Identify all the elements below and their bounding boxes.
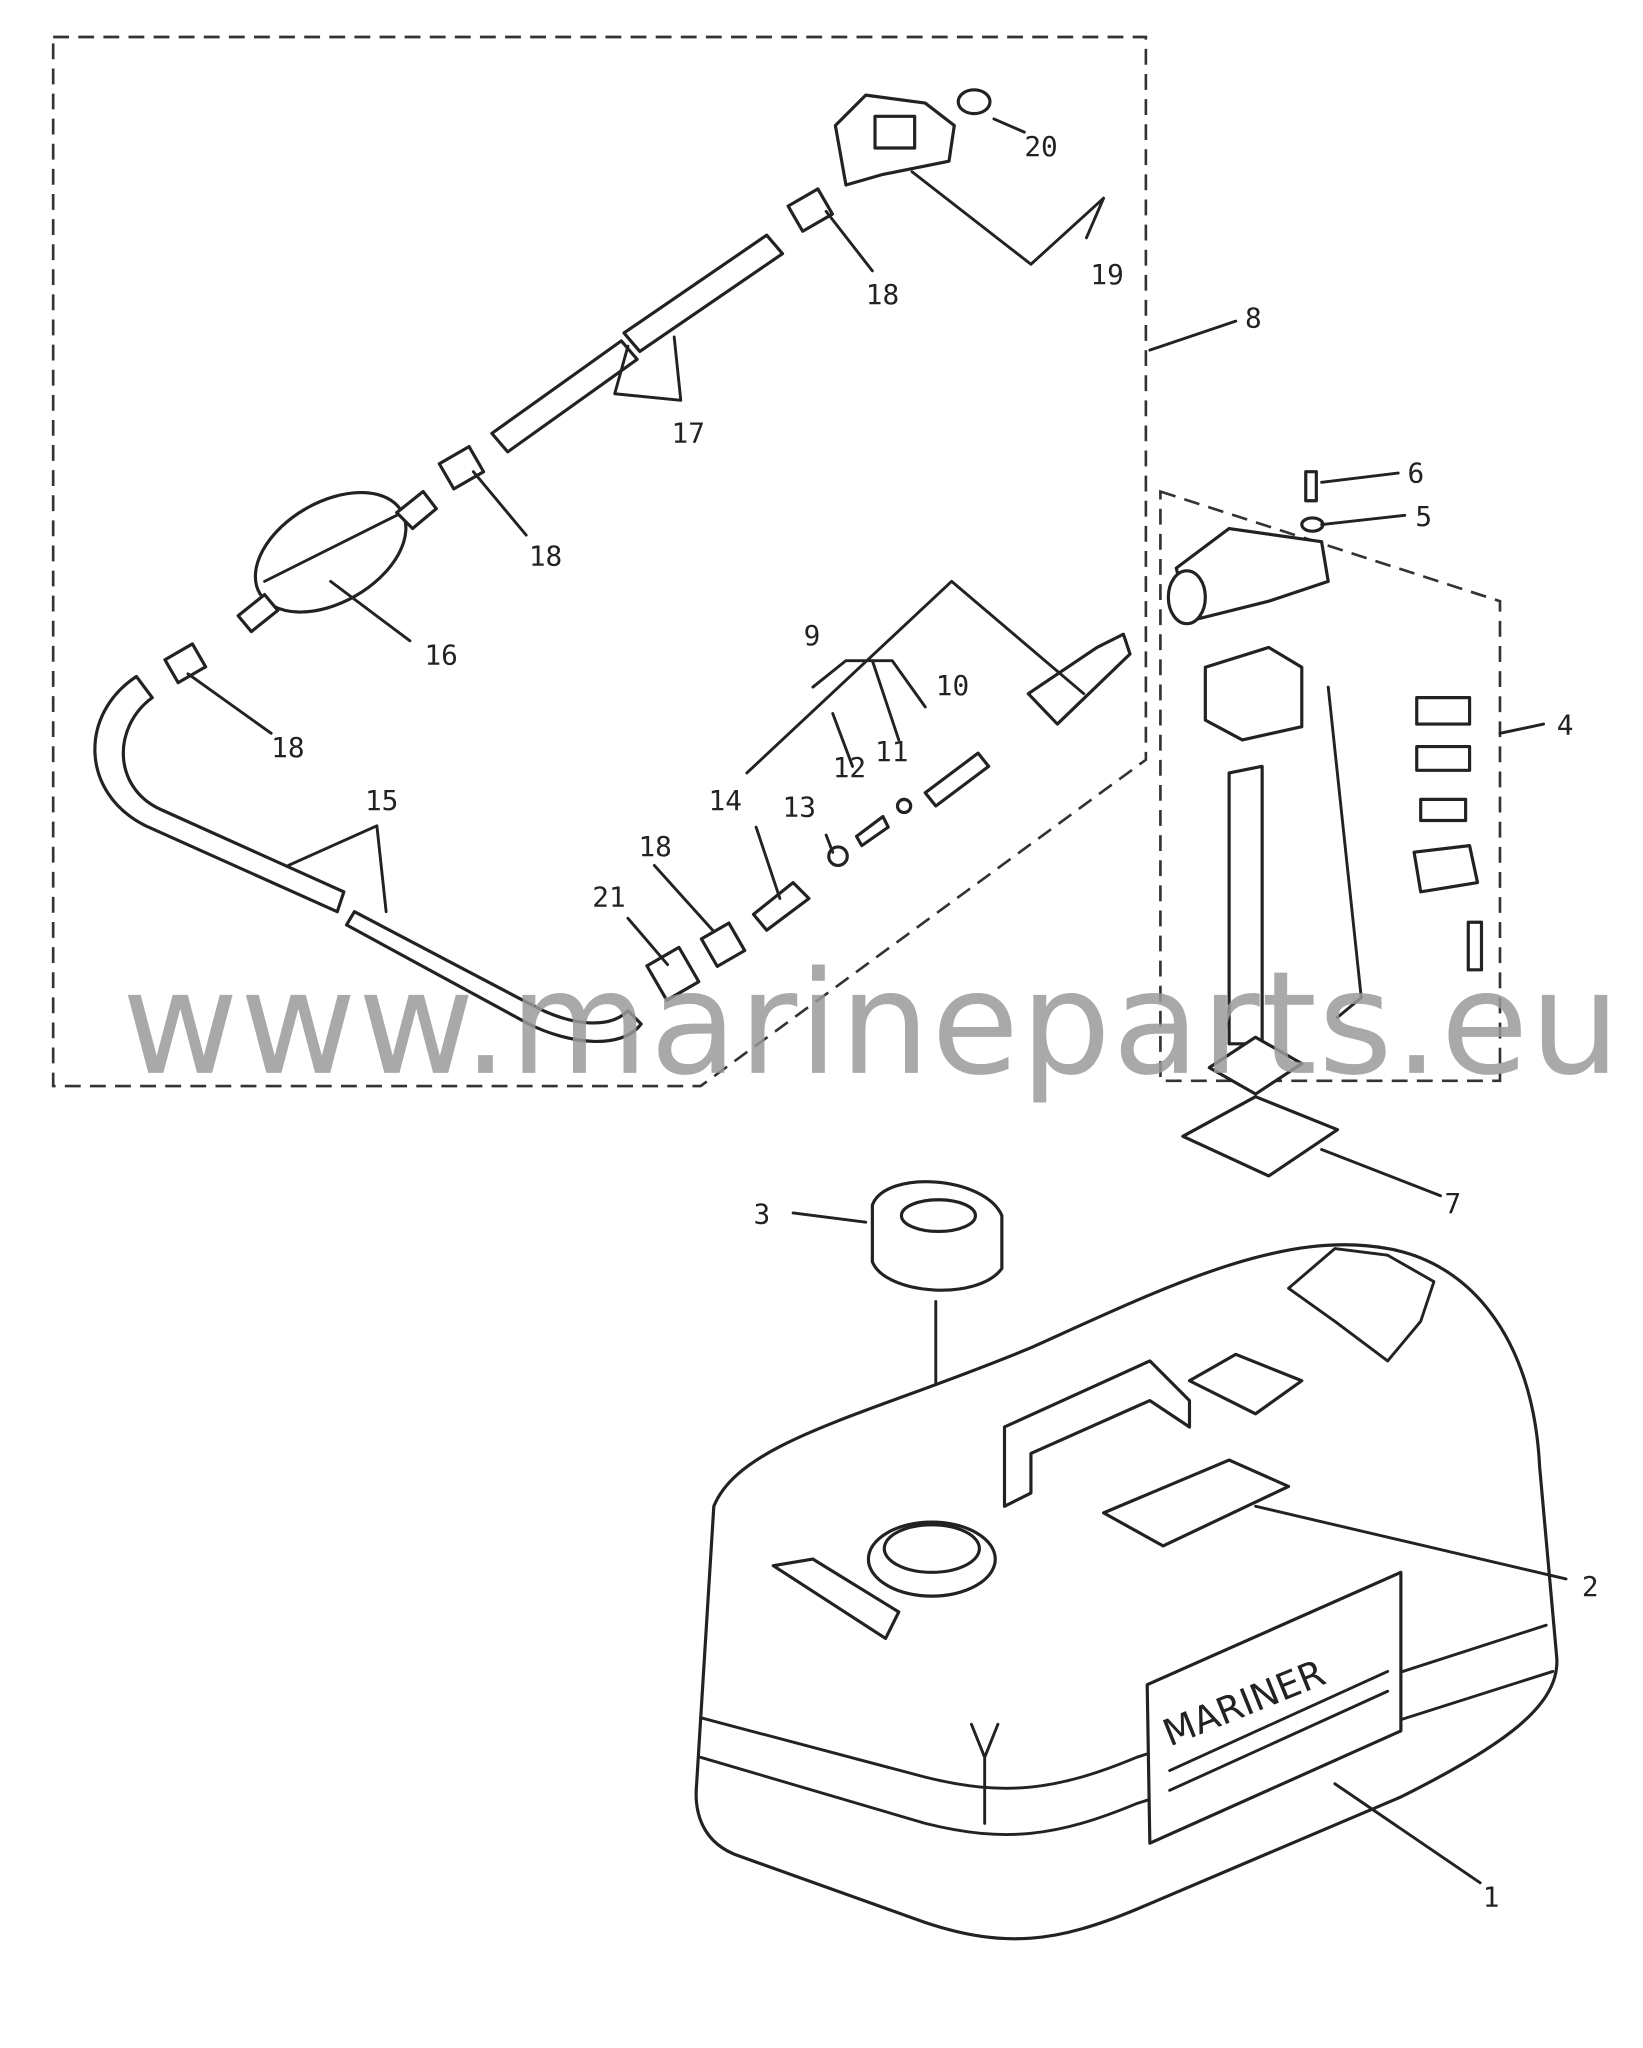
fuel-hose-15-part bbox=[93, 674, 346, 914]
fuel-line-assembly-box bbox=[51, 35, 1148, 1088]
fuel-hose-part bbox=[437, 187, 834, 491]
callout-6: 6 bbox=[1407, 456, 1424, 489]
callout-1: 1 bbox=[1483, 1881, 1500, 1914]
callout-10: 10 bbox=[936, 669, 969, 702]
gasket-part bbox=[1181, 1095, 1340, 1178]
callout-3: 3 bbox=[753, 1198, 770, 1231]
callout-18-bottom: 18 bbox=[639, 830, 672, 863]
callout-21: 21 bbox=[592, 880, 625, 913]
tank-connector-part bbox=[833, 88, 992, 187]
callout-12: 12 bbox=[833, 751, 866, 784]
fuel-hose-15b-part bbox=[344, 910, 643, 1043]
callout-18-left: 18 bbox=[271, 731, 304, 764]
callout-8: 8 bbox=[1245, 302, 1262, 335]
fuel-tank-part: MARINER bbox=[694, 1243, 1559, 1941]
fuel-pickup-assembly-box bbox=[1159, 489, 1502, 1083]
hose-fittings-part bbox=[645, 632, 1132, 1002]
callout-16: 16 bbox=[424, 639, 457, 672]
watermark: www.marineparts.eu bbox=[122, 941, 1622, 1107]
callout-7: 7 bbox=[1444, 1187, 1461, 1220]
fuel-pickup-part bbox=[1166, 470, 1484, 1096]
callout-14: 14 bbox=[709, 784, 742, 817]
primer-bulb-part bbox=[163, 489, 438, 685]
callout-18-mid: 18 bbox=[529, 540, 562, 573]
callout-19: 19 bbox=[1090, 258, 1123, 291]
leader-lines bbox=[186, 117, 1568, 1885]
callout-4: 4 bbox=[1557, 709, 1574, 742]
callout-11: 11 bbox=[875, 735, 908, 768]
callout-20: 20 bbox=[1024, 130, 1057, 163]
callout-5: 5 bbox=[1415, 500, 1432, 533]
callout-17: 17 bbox=[672, 417, 705, 450]
callout-9: 9 bbox=[804, 619, 821, 652]
callout-15: 15 bbox=[365, 784, 398, 817]
callout-numbers: 20 19 18 8 17 18 6 5 16 9 10 4 18 11 12 … bbox=[271, 130, 1598, 1914]
fuel-cap-part bbox=[870, 1180, 1004, 1292]
callout-18-top: 18 bbox=[866, 278, 899, 311]
callout-2: 2 bbox=[1582, 1570, 1599, 1603]
callout-13: 13 bbox=[783, 791, 816, 824]
